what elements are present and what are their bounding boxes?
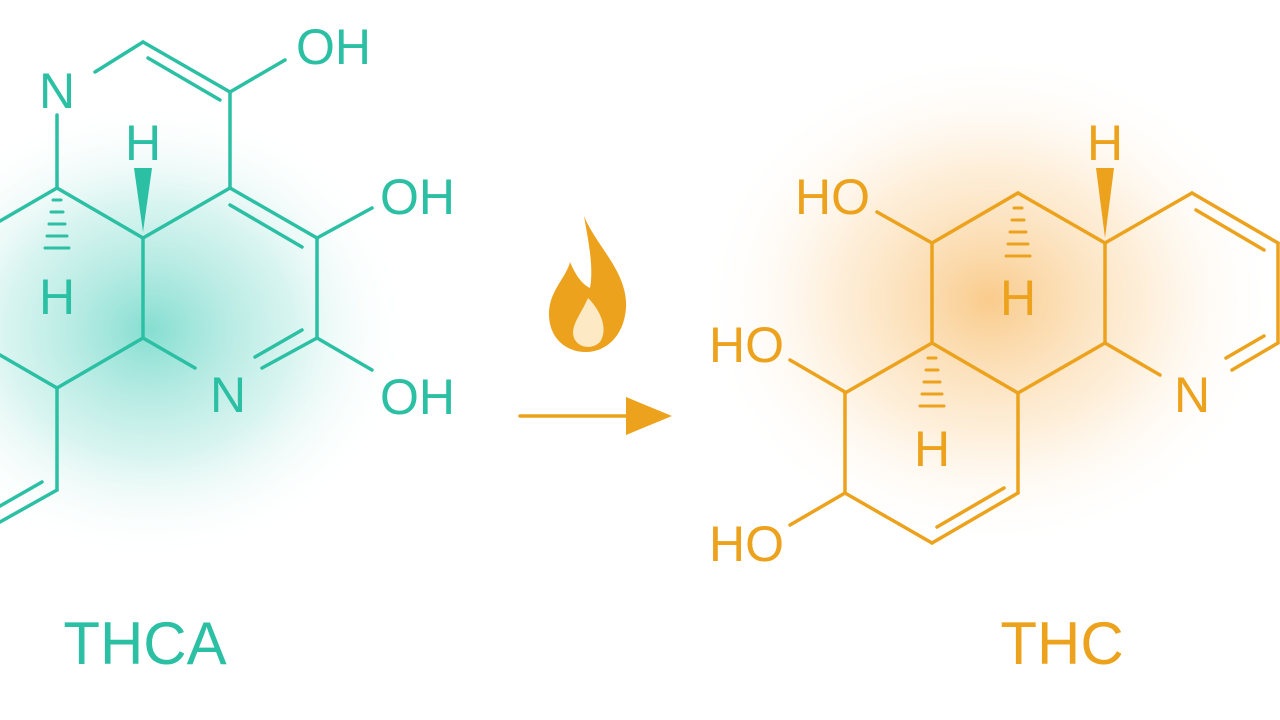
thca-atom-oh-bottom: OH <box>380 369 455 425</box>
thc-atom-h-bottom: H <box>914 421 950 477</box>
thca-structure <box>0 40 374 524</box>
thc-hash-bond-lower <box>918 356 946 408</box>
thca-atom-oh-top: OH <box>296 19 371 75</box>
thc-atom-h-top: H <box>1087 115 1123 171</box>
thca-atom-n-top: N <box>39 63 75 119</box>
thca-name: THCA <box>63 610 226 677</box>
thc-atom-ho-top: HO <box>795 169 870 225</box>
thc-atom-ho-bottom: HO <box>709 516 784 572</box>
thc-wedge-bond <box>1096 168 1114 238</box>
thc-atom-n-right: N <box>1174 367 1210 423</box>
thc-structure <box>788 191 1280 545</box>
thca-atom-h-top: H <box>125 115 161 171</box>
thc-hash-bond-upper <box>1004 206 1032 258</box>
thca-hash-bond <box>43 198 71 250</box>
thca-atom-n-bottom: N <box>210 367 246 423</box>
flame-icon <box>548 216 627 352</box>
arrow-right-icon <box>518 397 672 435</box>
thca-glow <box>0 100 410 560</box>
thc-name: THC <box>1000 610 1123 677</box>
thc-glow <box>700 50 1280 550</box>
thc-atom-ho-mid: HO <box>709 317 784 373</box>
thc-atom-h-mid: H <box>1000 270 1036 326</box>
thca-wedge-bond <box>134 168 152 232</box>
thca-atom-h-left: H <box>39 269 75 325</box>
thca-atom-oh-mid: OH <box>380 169 455 225</box>
